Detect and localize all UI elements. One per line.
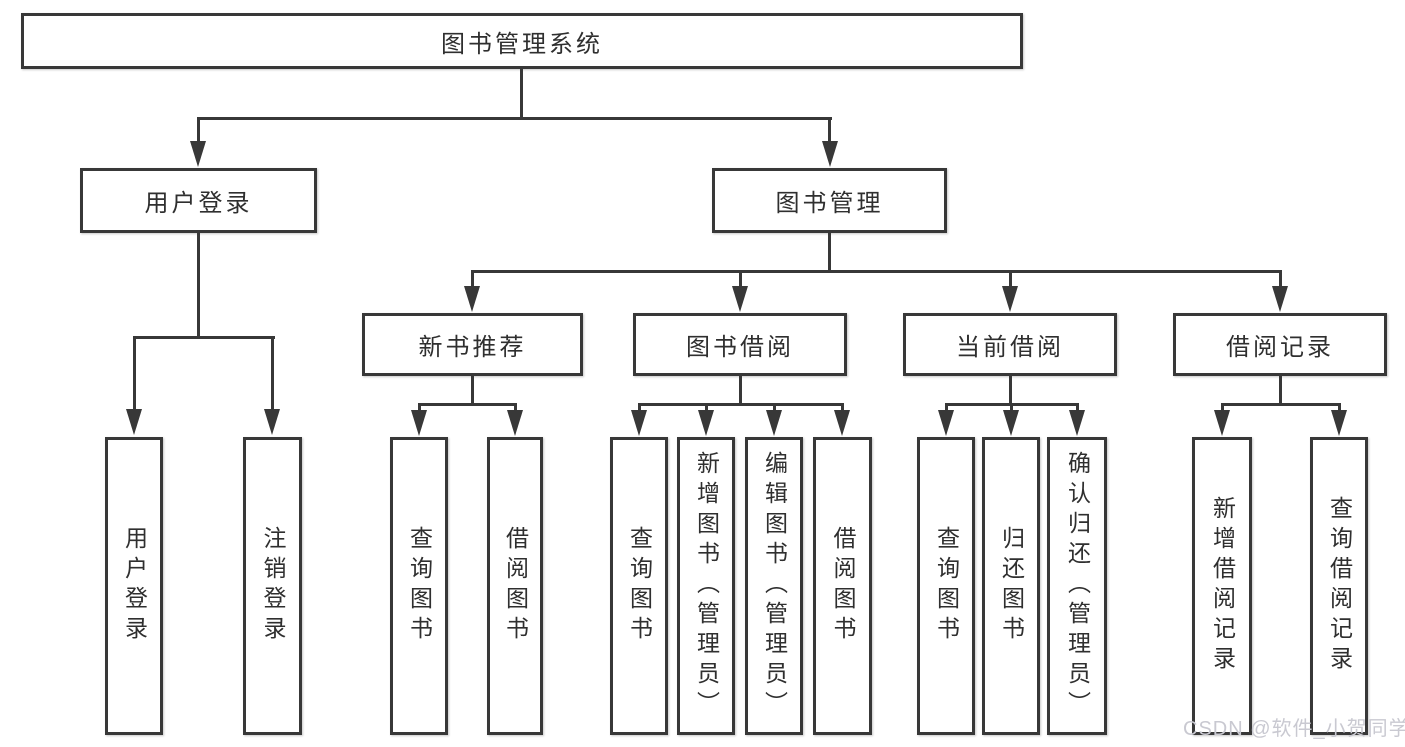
connector-line [739, 374, 742, 406]
csdn-watermark: CSDN @软件_小贺同学 [1183, 718, 1405, 740]
node-new-book-recommendation: 新书推荐 [362, 313, 583, 376]
connector-line [1221, 403, 1341, 406]
leaf-logout: 注销登录 [243, 437, 302, 735]
leaf-user-login: 用户登录 [105, 437, 163, 735]
arrow-down-icon [631, 410, 647, 436]
node-user-login: 用户登录 [80, 168, 317, 233]
node-book-borrowing: 图书借阅 [633, 313, 847, 376]
connector-line [418, 403, 421, 415]
connector-line [197, 117, 832, 120]
connector-line [1009, 270, 1012, 290]
arrow-down-icon [411, 410, 427, 436]
arrow-down-icon [834, 410, 850, 436]
leaf-borrow-books-1: 借阅图书 [487, 437, 543, 735]
connector-line [197, 232, 200, 338]
connector-line [471, 270, 474, 290]
leaf-add-borrow-record: 新增借阅记录 [1192, 437, 1252, 735]
leaf-edit-books-admin: 编辑图书（管理员） [745, 437, 803, 735]
connector-line [638, 403, 641, 415]
arrow-down-icon [766, 410, 782, 436]
connector-line [520, 69, 523, 119]
connector-line [133, 336, 136, 412]
arrow-down-icon [126, 409, 142, 435]
leaf-return-books: 归还图书 [982, 437, 1040, 735]
node-book-management: 图书管理 [712, 168, 947, 233]
connector-line [271, 336, 274, 412]
leaf-query-books-3: 查询图书 [917, 437, 975, 735]
arrow-down-icon [1331, 410, 1347, 436]
connector-line [841, 403, 844, 415]
arrow-down-icon [190, 141, 206, 167]
connector-line [1076, 403, 1079, 415]
arrow-down-icon [507, 410, 523, 436]
connector-line [1279, 270, 1282, 290]
node-current-borrowing: 当前借阅 [903, 313, 1117, 376]
connector-line [514, 403, 517, 415]
connector-line [1338, 403, 1341, 415]
connector-line [1221, 403, 1224, 415]
arrow-down-icon [264, 409, 280, 435]
arrow-down-icon [1069, 410, 1085, 436]
connector-line [471, 374, 474, 406]
connector-line [197, 117, 200, 143]
connector-line [705, 403, 708, 415]
connector-line [638, 403, 844, 406]
arrow-down-icon [1214, 410, 1230, 436]
connector-line [471, 270, 1282, 273]
leaf-query-borrow-record: 查询借阅记录 [1310, 437, 1368, 735]
leaf-borrow-books-2: 借阅图书 [813, 437, 872, 735]
arrow-down-icon [822, 141, 838, 167]
arrow-down-icon [464, 286, 480, 312]
connector-line [1010, 403, 1013, 415]
leaf-query-books-2: 查询图书 [610, 437, 668, 735]
leaf-add-books-admin: 新增图书（管理员） [677, 437, 735, 735]
node-borrowing-records: 借阅记录 [1173, 313, 1387, 376]
arrow-down-icon [1002, 286, 1018, 312]
connector-line [1279, 374, 1282, 406]
connector-line [739, 270, 742, 290]
connector-line [828, 232, 831, 273]
node-library-management-system: 图书管理系统 [21, 13, 1023, 69]
arrow-down-icon [938, 410, 954, 436]
connector-line [133, 336, 275, 339]
connector-line [773, 403, 776, 415]
arrow-down-icon [698, 410, 714, 436]
arrow-down-icon [1003, 410, 1019, 436]
arrow-down-icon [1272, 286, 1288, 312]
arrow-down-icon [732, 286, 748, 312]
leaf-confirm-return-admin: 确认归还（管理员） [1047, 437, 1107, 735]
leaf-query-books-1: 查询图书 [390, 437, 448, 735]
connector-line [945, 403, 948, 415]
connector-line [828, 117, 831, 143]
connector-line [1009, 374, 1012, 406]
connector-line [418, 403, 517, 406]
